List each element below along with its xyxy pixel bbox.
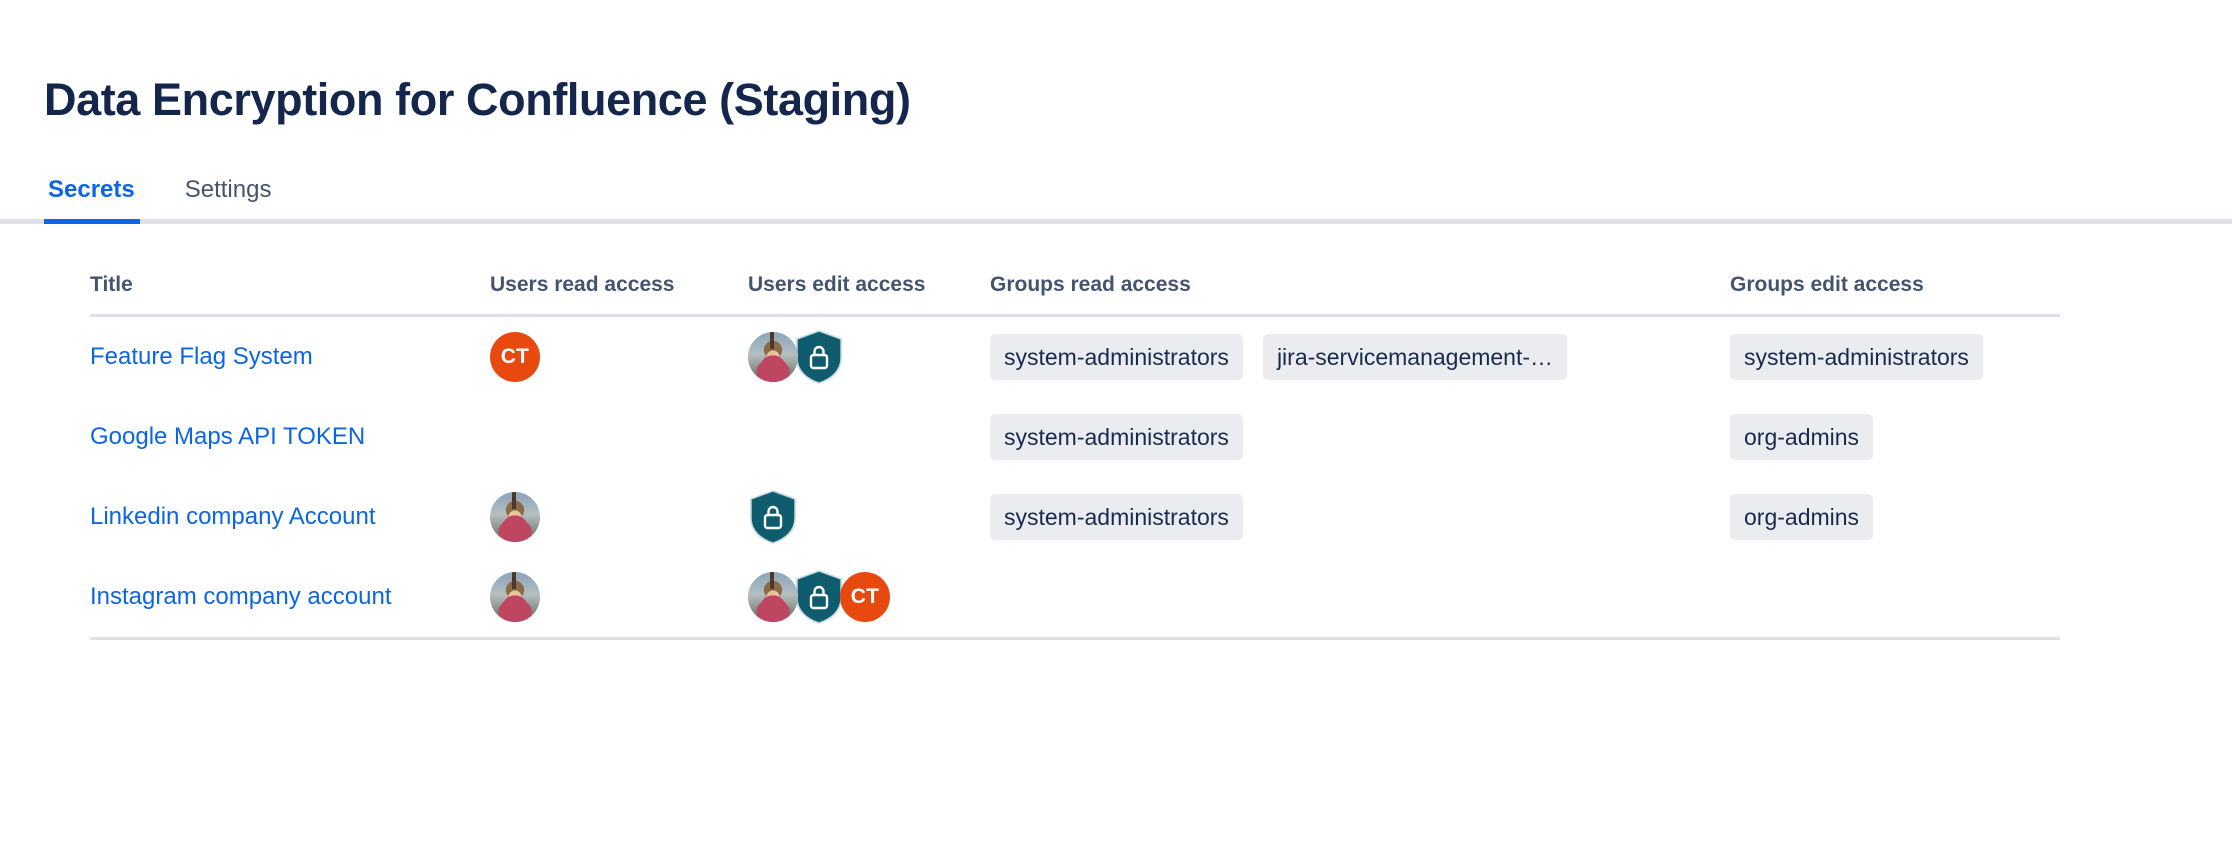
cell-title: Google Maps API TOKEN <box>90 397 490 477</box>
cell-users-edit <box>748 397 990 477</box>
table-header-row: Title Users read access Users edit access G… <box>90 272 2060 316</box>
shield-lock-icon <box>750 490 796 544</box>
cell-groups-read: system-administrators jira-servicemanagem… <box>990 316 1730 398</box>
cell-users-read <box>490 477 748 557</box>
column-header-title: Title <box>90 273 133 296</box>
table-row: Instagram company account CT <box>90 557 2060 639</box>
cell-title: Instagram company account <box>90 557 490 639</box>
column-header-users-read: Users read access <box>490 273 675 296</box>
group-tag: system-administrators <box>990 414 1243 460</box>
secret-title-link[interactable]: Instagram company account <box>90 583 392 610</box>
group-tag: jira-servicemanagement-… <box>1262 334 1568 380</box>
shield-lock-icon <box>796 570 842 624</box>
avatar-photo[interactable] <box>748 572 798 622</box>
cell-groups-read: system-administrators <box>990 477 1730 557</box>
group-tag-list: org-admins <box>1730 414 2060 460</box>
avatar-group <box>748 490 990 544</box>
avatar-initials[interactable]: CT <box>490 332 540 382</box>
column-header-groups-read: Groups read access <box>990 273 1191 296</box>
cell-groups-edit: org-admins <box>1730 477 2060 557</box>
tab-active-underline <box>44 219 140 224</box>
cell-users-edit: CT <box>748 557 990 639</box>
avatar-group <box>490 572 748 622</box>
table-header: Title Users read access Users edit access G… <box>90 272 2060 316</box>
column-header-users-edit: Users edit access <box>748 273 926 296</box>
cell-groups-edit <box>1730 557 2060 639</box>
shield-lock-icon <box>796 330 842 384</box>
group-tag-list: org-admins <box>1730 494 2060 540</box>
secret-title-link[interactable]: Linkedin company Account <box>90 503 376 530</box>
secret-title-link[interactable]: Google Maps API TOKEN <box>90 423 366 450</box>
cell-users-edit <box>748 316 990 398</box>
group-tag-list: system-administrators <box>990 414 1730 460</box>
cell-users-edit <box>748 477 990 557</box>
tab-list: Secrets Settings <box>44 175 317 223</box>
table-row: Feature Flag System CT system-administrato… <box>90 316 2060 398</box>
avatar-photo[interactable] <box>748 332 798 382</box>
group-tag-list: system-administrators <box>990 494 1730 540</box>
cell-title: Feature Flag System <box>90 316 490 398</box>
cell-groups-read: system-administrators <box>990 397 1730 477</box>
group-tag-list: system-administrators jira-servicemanagem… <box>990 334 1730 380</box>
tab-bar: Secrets Settings <box>0 175 2232 225</box>
cell-users-read <box>490 557 748 639</box>
cell-title: Linkedin company Account <box>90 477 490 557</box>
group-tag: org-admins <box>1730 414 1874 460</box>
avatar-initials[interactable]: CT <box>840 572 890 622</box>
table-row: Google Maps API TOKEN system-administrato… <box>90 397 2060 477</box>
cell-groups-read <box>990 557 1730 639</box>
table-row: Linkedin company Account system-administr… <box>90 477 2060 557</box>
cell-users-read: CT <box>490 316 748 398</box>
group-tag: system-administrators <box>1730 334 1983 380</box>
secret-title-link[interactable]: Feature Flag System <box>90 343 313 370</box>
avatar-group <box>748 330 990 384</box>
tab-rail <box>0 219 2232 224</box>
tab-secrets[interactable]: Secrets <box>44 175 139 223</box>
avatar-photo[interactable] <box>490 492 540 542</box>
group-tag-list: system-administrators <box>1730 334 2060 380</box>
avatar-photo[interactable] <box>490 572 540 622</box>
group-tag: system-administrators <box>990 334 1243 380</box>
group-tag: system-administrators <box>990 494 1243 540</box>
group-tag: org-admins <box>1730 494 1874 540</box>
cell-users-read <box>490 397 748 477</box>
avatar-group: CT <box>748 570 990 624</box>
column-header-groups-edit: Groups edit access <box>1730 273 1924 296</box>
cell-groups-edit: org-admins <box>1730 397 2060 477</box>
page-title: Data Encryption for Confluence (Staging) <box>44 74 911 126</box>
avatar-group <box>490 492 748 542</box>
cell-groups-edit: system-administrators <box>1730 316 2060 398</box>
tab-settings[interactable]: Settings <box>181 175 276 223</box>
avatar-group: CT <box>490 332 748 382</box>
